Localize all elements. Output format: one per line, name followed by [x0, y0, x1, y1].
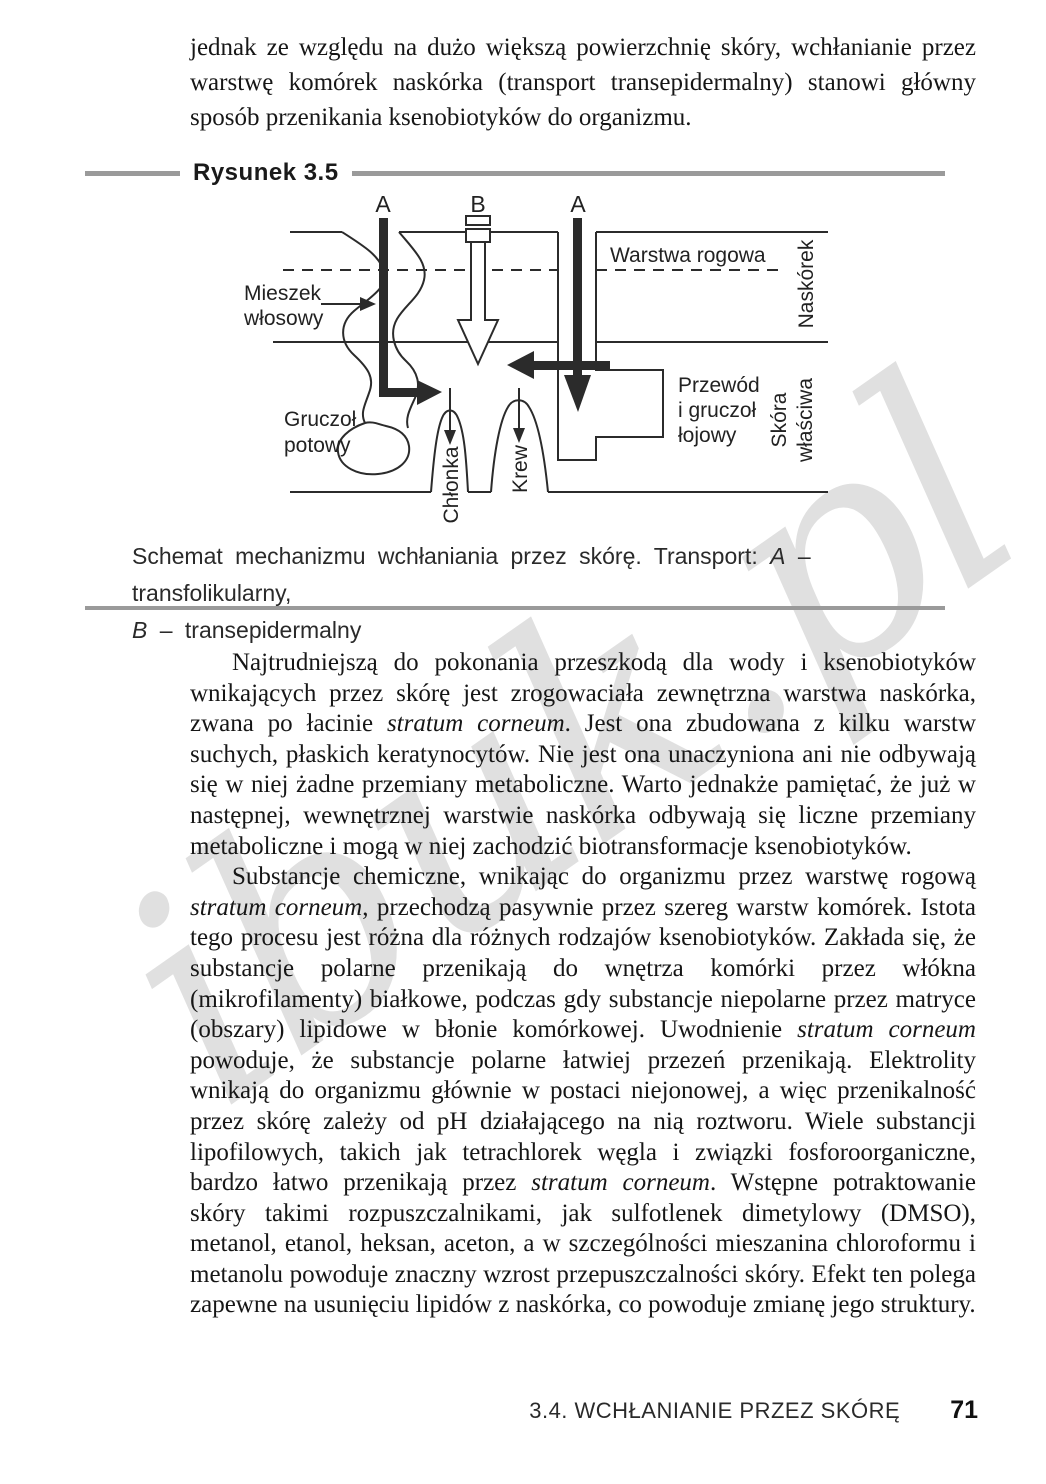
- lymph-arrow-head: [444, 430, 456, 445]
- footer-page-number: 71: [950, 1396, 978, 1424]
- body-text: Najtrudniejszą do pokonania przeszkodą d…: [190, 648, 976, 1321]
- page-footer: 3.4. WCHŁANIANIE PRZEZ SKÓRĘ 71: [190, 1396, 978, 1425]
- figure-header-rule-left: [85, 170, 180, 176]
- follicle-pointer-head: [360, 297, 376, 311]
- hair-follicle-right-wall: [392, 231, 426, 429]
- arrow-b-cap-top: [465, 215, 491, 226]
- arrow-left-shaft: [534, 361, 610, 370]
- label-gruczol-1: Gruczoł: [284, 408, 357, 431]
- label-mieszek-1: Mieszek: [244, 282, 322, 305]
- diagram-label-b: B: [470, 192, 485, 217]
- label-mieszek-2: włosowy: [243, 307, 324, 330]
- diagram-label-a-right: A: [570, 192, 586, 217]
- figure-header: Rysunek 3.5: [85, 158, 945, 188]
- arrow-a-right-head: [564, 375, 591, 412]
- label-gruczol-2: potowy: [284, 434, 351, 457]
- arrow-a-right-vertical: [573, 218, 582, 376]
- figure-label: Rysunek 3.5: [193, 159, 339, 186]
- skin-absorption-diagram: A B A Warstwa rogowa Naskórek Mieszek wł…: [243, 192, 828, 524]
- label-przewod-3: łojowy: [678, 424, 737, 447]
- arrow-a-left-vertical: [379, 218, 388, 395]
- arrow-b-body: [456, 241, 500, 367]
- hair-follicle-left-wall: [341, 231, 386, 424]
- footer-section-title: 3.4. WCHŁANIANIE PRZEZ SKÓRĘ: [529, 1398, 901, 1423]
- label-naskorek: Naskórek: [795, 239, 818, 328]
- figure-bottom-rule: [85, 606, 945, 610]
- label-skora-2: właściwa: [794, 378, 817, 463]
- diagram-label-a-left: A: [375, 192, 391, 217]
- arrow-a-left-horizontal: [379, 388, 417, 397]
- paragraph: Najtrudniejszą do pokonania przeszkodą d…: [190, 649, 977, 860]
- figure-caption: Schemat mechanizmu wchłaniania przez skó…: [132, 543, 811, 643]
- label-chlonka: Chłonka: [440, 446, 463, 523]
- paragraph: Substancje chemiczne, wnikając do organi…: [190, 863, 976, 1319]
- label-skora-1: Skóra: [768, 392, 791, 447]
- label-warstwa-rogowa: Warstwa rogowa: [610, 244, 766, 267]
- label-przewod-1: Przewód: [678, 374, 760, 397]
- label-krew: Krew: [509, 444, 532, 493]
- arrow-left-head: [507, 351, 534, 379]
- figure-header-rule-right: [351, 170, 945, 176]
- arrow-a-left-head: [417, 380, 442, 405]
- sweat-gland: [336, 421, 411, 476]
- label-przewod-2: i gruczoł: [678, 399, 757, 422]
- arrow-b-cap-bottom: [465, 228, 491, 243]
- blood-arrow-head: [513, 428, 525, 443]
- intro-paragraph: jednak ze względu na dużo większą powier…: [190, 34, 976, 131]
